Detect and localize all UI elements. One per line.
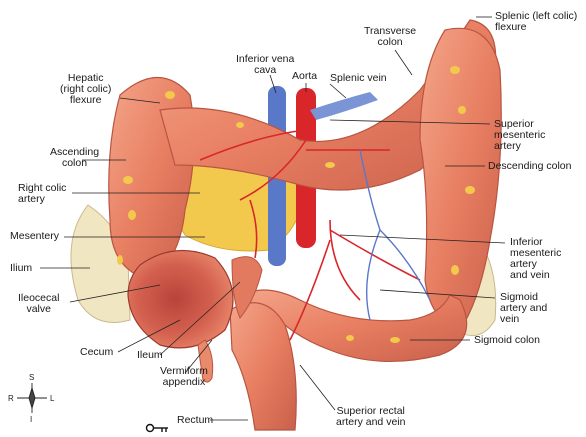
compass-letter-l: L bbox=[50, 394, 55, 403]
label-splenic-vein: Splenic vein bbox=[330, 72, 387, 84]
label-hepatic-flexure: Hepatic (right colic) flexure bbox=[60, 72, 112, 106]
label-inferior-vena-cava: Inferior vena cava bbox=[236, 53, 295, 76]
label-superior-mesenteric-artery: Superior mesenteric artery bbox=[494, 118, 546, 152]
ileum bbox=[231, 256, 263, 319]
label-ileocecal-valve: Ileocecal valve bbox=[18, 292, 60, 315]
label-splenic-flexure: Splenic (left colic) flexure bbox=[495, 10, 578, 33]
label-descending-colon: Descending colon bbox=[488, 160, 572, 172]
label-ascending-colon: Ascending colon bbox=[50, 146, 100, 169]
label-transverse-colon: Transverse colon bbox=[364, 25, 417, 48]
rectum bbox=[229, 302, 297, 431]
label-sigmoid-artery-vein: Sigmoid artery and vein bbox=[500, 291, 548, 325]
label-sigmoid-colon: Sigmoid colon bbox=[474, 334, 540, 346]
label-mesentery: Mesentery bbox=[10, 230, 60, 242]
label-vermiform-appendix: Vermiform appendix bbox=[160, 365, 208, 388]
compass-rose bbox=[17, 383, 47, 413]
leader-lines bbox=[40, 16, 506, 421]
label-right-colic-artery: Right colic artery bbox=[18, 182, 67, 205]
compass-letter-i: I bbox=[30, 415, 33, 424]
venous-branches bbox=[359, 149, 431, 321]
arterial-branches bbox=[199, 129, 421, 341]
transverse-colon bbox=[159, 19, 497, 191]
compass-letter-s: S bbox=[29, 373, 35, 382]
splenic-vein-vessel bbox=[310, 92, 378, 120]
label-ileum: Ileum bbox=[137, 349, 163, 361]
label-rectum: Rectum bbox=[177, 414, 214, 426]
label-cecum: Cecum bbox=[80, 346, 114, 358]
cecum bbox=[127, 249, 234, 349]
key-icon bbox=[145, 423, 168, 433]
vermiform-appendix bbox=[197, 339, 214, 383]
label-ilium: Ilium bbox=[10, 262, 33, 274]
label-superior-rectal-artery-vein: Superior rectal artery and vein bbox=[336, 405, 406, 428]
label-inferior-mesenteric-artery-vein: Inferior mesenteric artery and vein bbox=[510, 236, 562, 281]
compass-letter-r: R bbox=[8, 394, 14, 403]
label-aorta: Aorta bbox=[292, 70, 318, 82]
fat-appendices bbox=[117, 66, 475, 343]
